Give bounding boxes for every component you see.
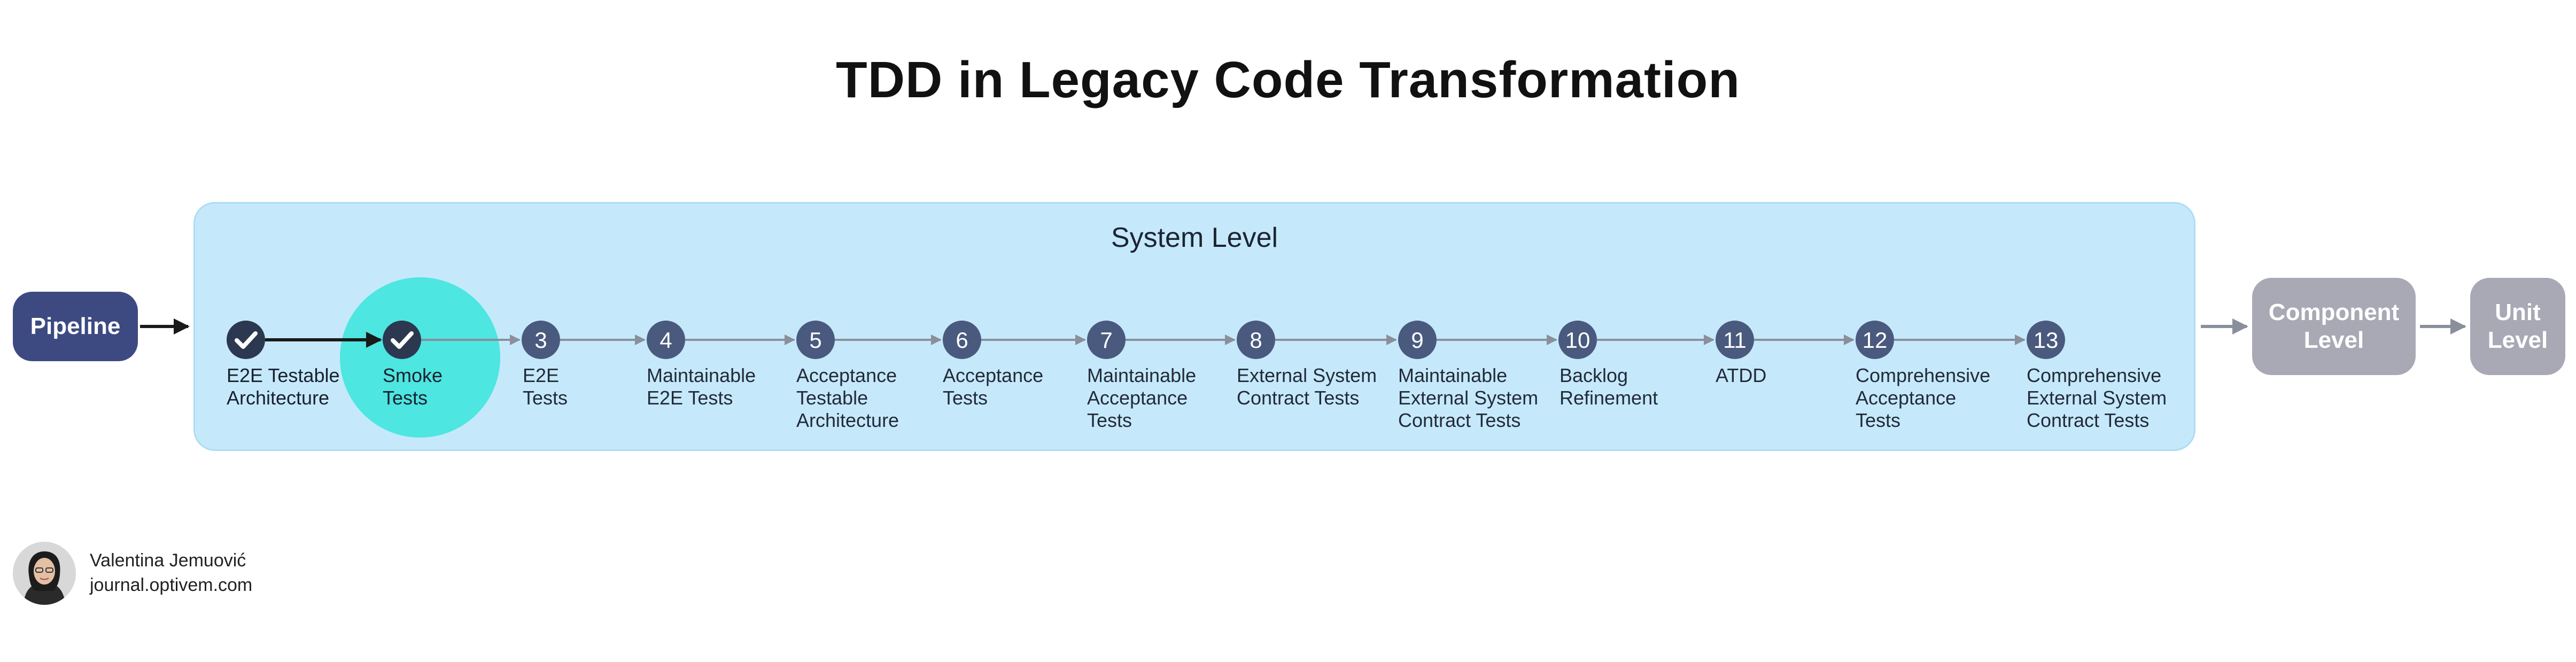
step-number: 4 — [659, 328, 672, 353]
step-circle — [1237, 321, 1275, 359]
step-label-11: ATDD — [1716, 364, 1767, 386]
step-circle — [1716, 321, 1754, 359]
step-node-2 — [383, 321, 421, 359]
pipeline-node: Pipeline — [13, 292, 138, 361]
step-label-13: Comprehensive External System Contract T… — [2027, 364, 2167, 431]
step-node-10: 10 — [1558, 321, 1597, 359]
step-label-10: Backlog Refinement — [1559, 364, 1658, 409]
step-label-2: Smoke Tests — [383, 364, 443, 409]
step-node-6: 6 — [943, 321, 981, 359]
step-circle — [1856, 321, 1894, 359]
step-number: 10 — [1565, 328, 1590, 353]
step-number: 6 — [956, 328, 968, 353]
author-name: Valentina Jemuović — [90, 550, 246, 571]
step-node-5: 5 — [796, 321, 835, 359]
step-number: 12 — [1863, 328, 1888, 353]
step-node-11: 11 — [1716, 321, 1754, 359]
step-circle — [383, 321, 421, 359]
unit-level-node: Unit Level — [2470, 278, 2565, 375]
step-circle — [1558, 321, 1597, 359]
component-level-node: Component Level — [2252, 278, 2416, 375]
step-number: 8 — [1250, 328, 1262, 353]
step-label-9: Maintainable External System Contract Te… — [1398, 364, 1539, 431]
step-number: 5 — [809, 328, 821, 353]
step-number: 7 — [1100, 328, 1112, 353]
step-label-6: Acceptance Tests — [943, 364, 1044, 409]
step-circle — [2027, 321, 2065, 359]
step-label-8: External System Contract Tests — [1237, 364, 1377, 409]
step-node-9: 9 — [1398, 321, 1437, 359]
step-circle — [796, 321, 835, 359]
person-icon — [13, 542, 76, 605]
step-circle — [522, 321, 560, 359]
step-node-12: 12 — [1856, 321, 1894, 359]
author-avatar — [13, 542, 76, 605]
current-step-highlight — [340, 277, 500, 438]
unit-level-line1: Unit — [2495, 299, 2541, 325]
step-number: 9 — [1411, 328, 1423, 353]
step-number: 11 — [1723, 328, 1747, 353]
step-label-3: E2E Tests — [523, 364, 568, 409]
step-number: 3 — [534, 328, 547, 353]
step-label-4: Maintainable E2E Tests — [647, 364, 756, 409]
step-circle — [647, 321, 685, 359]
step-circle — [227, 321, 265, 359]
step-node-3: 3 — [522, 321, 560, 359]
author-site-link[interactable]: journal.optivem.com — [90, 575, 253, 595]
step-circle — [1087, 321, 1126, 359]
check-icon — [391, 331, 414, 349]
step-label-1: E2E Testable Architecture — [227, 364, 340, 409]
pipeline-label: Pipeline — [30, 313, 121, 339]
step-number: 13 — [2034, 328, 2059, 353]
component-level-line1: Component — [2268, 299, 2400, 325]
step-label-7: Maintainable Acceptance Tests — [1087, 364, 1197, 431]
unit-level-line2: Level — [2487, 327, 2548, 353]
system-level-label: System Level — [1111, 222, 1278, 253]
step-label-5: Acceptance Testable Architecture — [796, 364, 899, 431]
step-node-13: 13 — [2027, 321, 2065, 359]
step-node-1 — [227, 321, 265, 359]
step-node-8: 8 — [1237, 321, 1275, 359]
check-icon — [235, 331, 258, 349]
component-level-line2: Level — [2303, 327, 2364, 353]
step-label-12: Comprehensive Acceptance Tests — [1856, 364, 1991, 431]
page-title: TDD in Legacy Code Transformation — [836, 51, 1740, 108]
step-node-7: 7 — [1087, 321, 1126, 359]
step-circle — [1398, 321, 1437, 359]
step-node-4: 4 — [647, 321, 685, 359]
step-circle — [943, 321, 981, 359]
